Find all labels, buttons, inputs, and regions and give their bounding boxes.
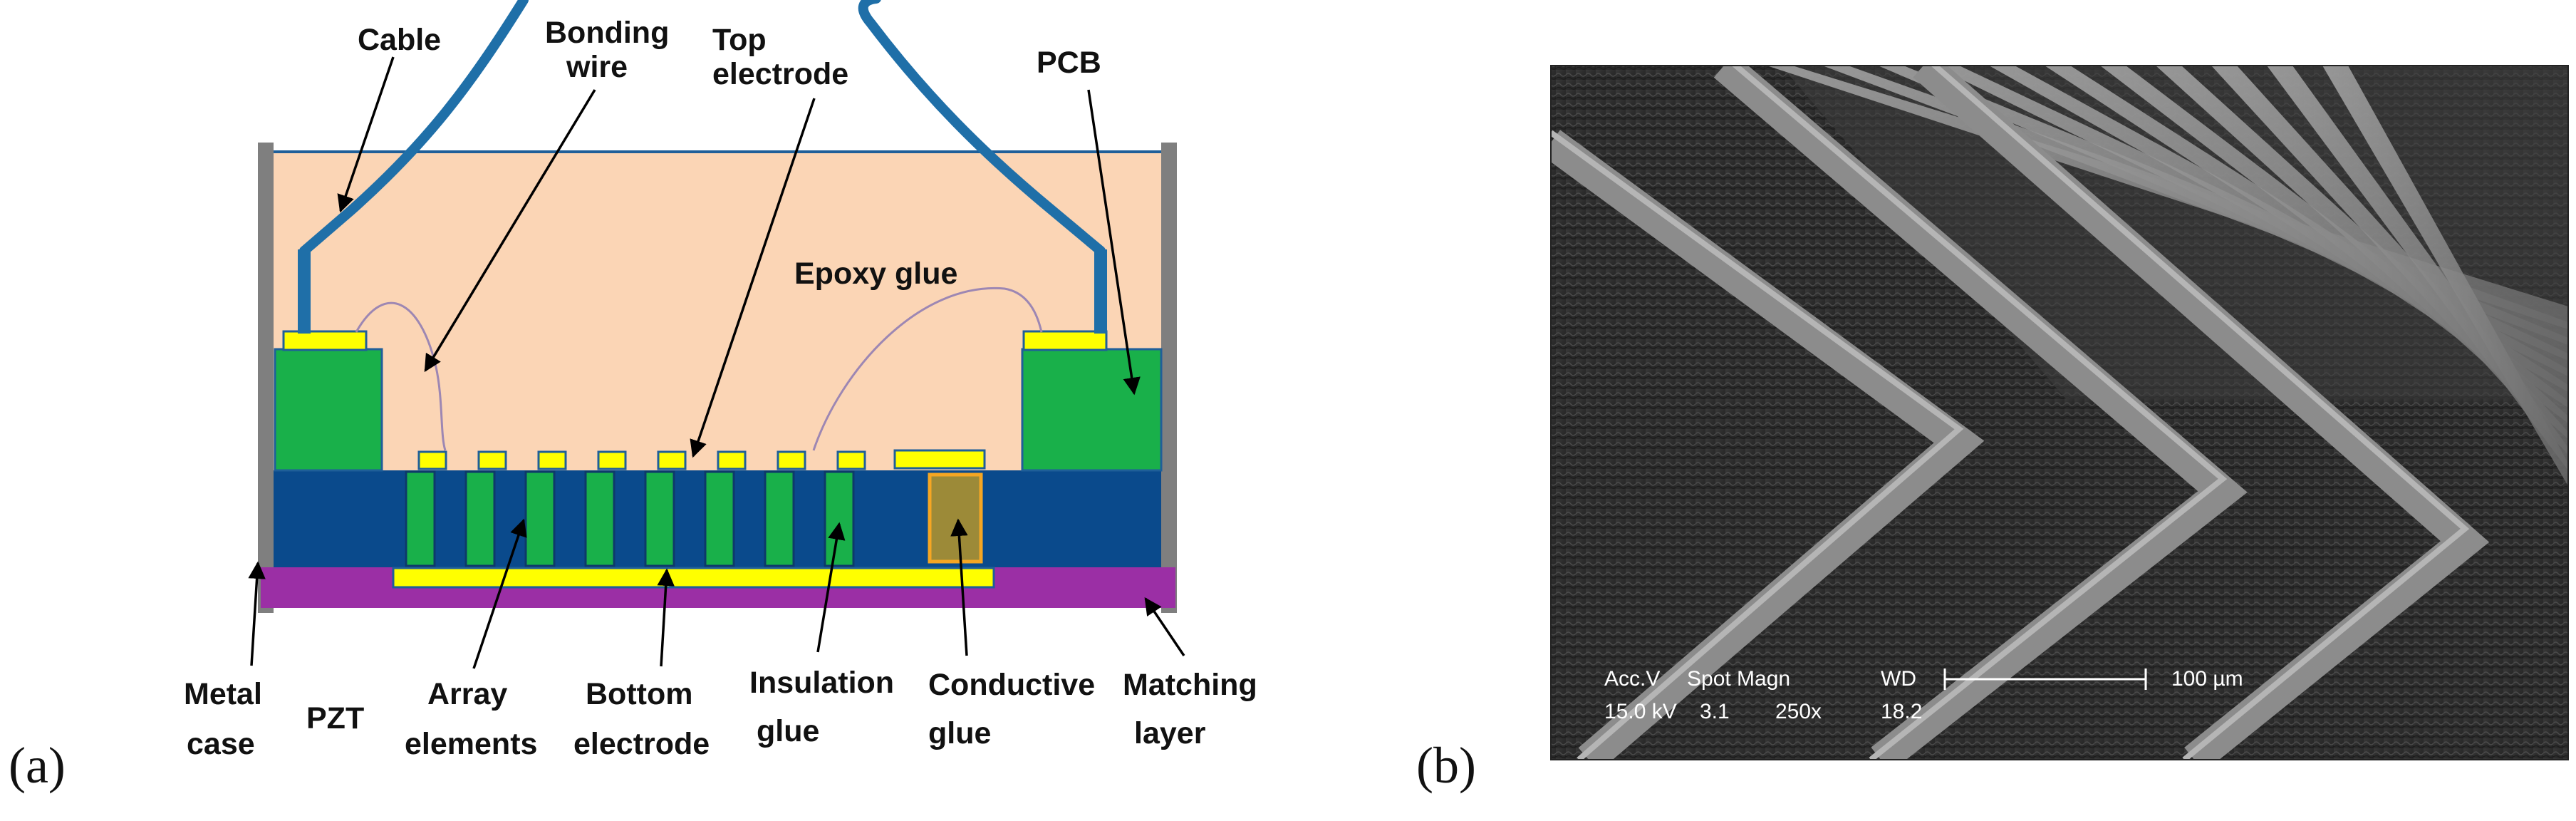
- sem-stripe: [2100, 66, 2568, 423]
- sem-magn-value: 250x: [1775, 700, 1822, 723]
- sem-chevron-ridge: [1713, 66, 2248, 760]
- top-electrode: [417, 450, 447, 470]
- array-element: [524, 470, 556, 567]
- pcb-pad-right: [1022, 330, 1108, 351]
- panel-label-a: (a): [9, 737, 66, 794]
- arrow-metal-case: [248, 561, 266, 666]
- sem-stripe: [2267, 66, 2568, 470]
- label-matching-layer: Matching layer: [1123, 668, 1266, 750]
- sem-frame: [1550, 65, 2569, 760]
- top-electrode: [537, 450, 567, 470]
- array-element: [405, 470, 436, 567]
- label-pzt: PZT: [306, 701, 364, 735]
- label-metal-case: Metal case: [184, 677, 271, 761]
- arrow-bottom-electrode: [657, 568, 675, 667]
- top-electrode: [777, 450, 806, 470]
- array-element: [644, 470, 675, 567]
- label-cable: Cable: [358, 23, 441, 57]
- bonding-wire-right: [812, 286, 1043, 451]
- sem-chevron-ridge: [1913, 66, 2490, 760]
- sem-electrode-stripes: [1551, 66, 2568, 760]
- metal-case-left: [258, 143, 274, 613]
- top-electrode: [597, 450, 627, 470]
- pcb-left: [274, 348, 383, 472]
- sem-acc-v-value: 15.0 kV: [1604, 700, 1677, 723]
- array-element: [704, 470, 735, 567]
- leader-arrows: [248, 56, 1185, 669]
- array-elements-group: [405, 450, 866, 567]
- pcb-right: [1021, 348, 1163, 472]
- conductive-pad: [893, 449, 986, 470]
- arrow-pcb: [1087, 89, 1141, 396]
- metal-case-right: [1161, 143, 1177, 613]
- sem-stripe: [2211, 66, 2568, 455]
- sem-ridge-highlight: [1930, 66, 2470, 760]
- arrow-bonding-wire: [424, 89, 596, 373]
- arrow-top-electrode: [690, 98, 816, 458]
- label-bonding-wire: Bonding wire: [545, 16, 677, 84]
- top-electrode: [717, 450, 747, 470]
- panel-label-b: (b): [1416, 737, 1476, 794]
- cable-connector-right: [1094, 249, 1107, 334]
- diagram-labels: Cable Bonding wire Top electrode PCB Epo…: [184, 16, 1266, 761]
- arrow-insulation-glue: [816, 522, 846, 653]
- cable-left: [299, 0, 529, 256]
- sem-upper-plateau: [1551, 66, 2568, 399]
- bonding-wire-left: [355, 301, 447, 451]
- sem-scale-bar: [1943, 668, 2147, 690]
- cable-connector-left: [298, 249, 311, 334]
- top-electrode: [657, 450, 687, 470]
- top-electrode: [477, 450, 507, 470]
- sem-stripe: [2322, 66, 2568, 486]
- arrow-matching-layer: [1144, 597, 1185, 656]
- transducer-diagram: [258, 0, 1177, 613]
- label-top-electrode: Top electrode: [712, 23, 848, 91]
- sem-chevron-ridge: [1551, 130, 1985, 760]
- pcb-pad-left: [282, 330, 368, 351]
- sem-spot-value: 3.1: [1700, 700, 1730, 723]
- sem-wd-label: WD: [1881, 667, 1916, 691]
- sem-micrograph: [1551, 66, 2568, 760]
- array-element: [764, 470, 795, 567]
- label-conductive-glue: Conductive glue: [928, 668, 1103, 750]
- cable-right: [858, 0, 1106, 256]
- sem-acc-v-label: Acc.V: [1604, 667, 1660, 691]
- top-electrode: [836, 450, 866, 470]
- sem-ridge-highlight: [1551, 130, 1964, 760]
- arrow-array-elements: [472, 518, 527, 669]
- label-insulation-glue: Insulation glue: [749, 666, 903, 748]
- label-bottom-electrode: Bottom electrode: [573, 677, 710, 761]
- array-element: [464, 470, 496, 567]
- array-element: [824, 470, 855, 567]
- sem-info-bar: Acc.V Spot Magn WD 15.0 kV 3.1 250x 18.2…: [1604, 667, 2243, 723]
- conductive-glue: [928, 473, 983, 564]
- epoxy-glue-region: [271, 150, 1164, 474]
- arrow-conductive-glue: [950, 518, 968, 656]
- arrow-cable: [337, 56, 395, 213]
- label-epoxy-glue: Epoxy glue: [794, 257, 957, 291]
- sem-wd-value: 18.2: [1881, 700, 1922, 723]
- bottom-electrode: [392, 567, 995, 589]
- label-array-elements: Array elements: [405, 677, 537, 761]
- sem-scale-bar-label: 100 µm: [2171, 667, 2243, 691]
- label-pcb: PCB: [1037, 46, 1101, 80]
- sem-spot-magn-label: Spot Magn: [1687, 667, 1790, 691]
- sem-stripe: [2156, 66, 2568, 439]
- array-element: [584, 470, 616, 567]
- sem-ridge-highlight: [1731, 66, 2228, 760]
